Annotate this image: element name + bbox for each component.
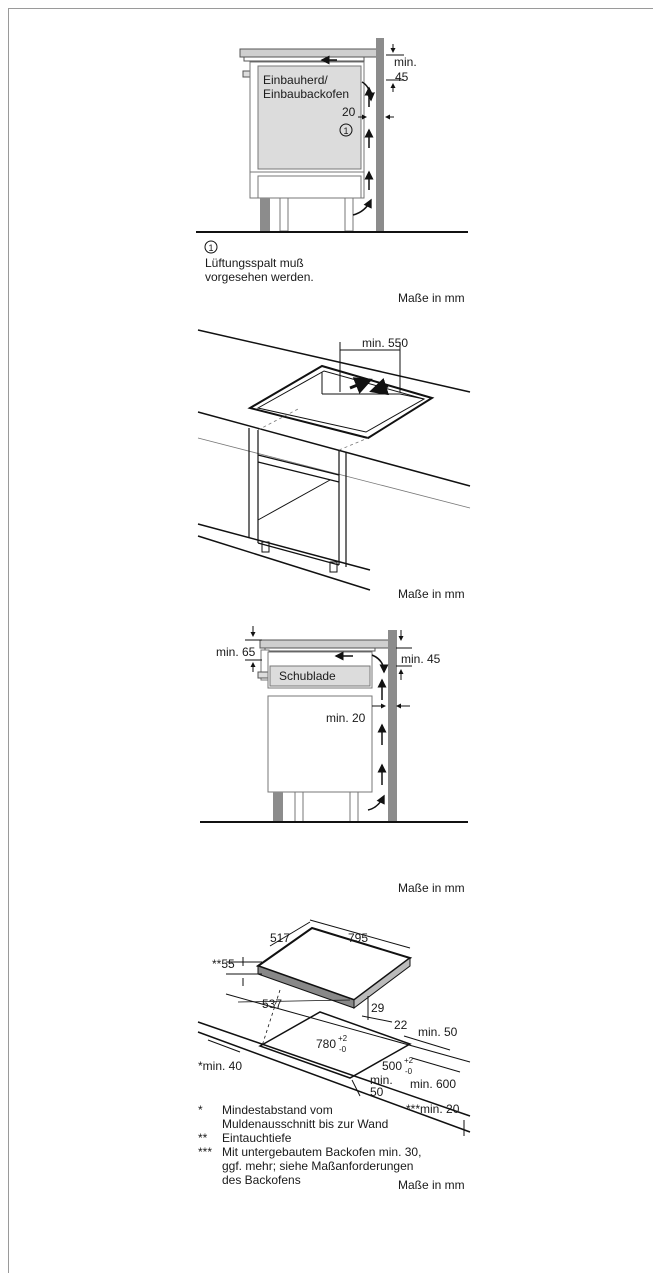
note-marker-number: 1: [208, 243, 213, 253]
units-label-2: Maße in mm: [398, 587, 465, 601]
units-label-3: Maße in mm: [398, 881, 465, 895]
footnote-text: Muldenausschnitt bis zur Wand: [222, 1117, 389, 1131]
dim-517-label: 517: [270, 931, 290, 945]
page-frame-top: [8, 8, 653, 9]
footnote-text: Eintauchtiefe: [222, 1131, 292, 1145]
footnotes: * Mindestabstand vom Muldenausschnitt bis…: [198, 1103, 468, 1187]
countertop: [239, 48, 379, 58]
countertop: [259, 639, 391, 649]
footnote-mark: [198, 1117, 222, 1131]
dim-29-label: 29: [371, 1001, 385, 1015]
dim-45-label: 45: [395, 70, 409, 84]
dim-780-label: 780: [316, 1037, 336, 1051]
footnote-mark: **: [198, 1131, 208, 1145]
figure-cutout-dimensions: [197, 919, 471, 1136]
oven-drawer: [257, 175, 362, 199]
dim-22-label: 22: [394, 1018, 408, 1032]
footnote-text: ggf. mehr; siehe Maßanforderungen: [222, 1159, 414, 1173]
dim-55-label: **55: [212, 957, 235, 971]
footnote-mark: [198, 1159, 222, 1173]
ventilation-note-line1: Lüftungsspalt muß: [205, 256, 304, 270]
drawer-label: Schublade: [279, 669, 336, 683]
oven-label-line1: Einbauherd/: [263, 73, 328, 87]
dim-min550-label: min. 550: [362, 336, 408, 350]
callout-marker-number: 1: [343, 126, 348, 136]
note-marker-icon: [204, 240, 218, 254]
footnote-mark: [198, 1173, 222, 1187]
dim-min45-label: min. 45: [401, 652, 441, 666]
dim-min20-label: ***min. 20: [406, 1102, 460, 1116]
airflow-arrows: [320, 55, 375, 216]
footnote-text: Mit untergebautem Backofen min. 30,: [222, 1145, 422, 1159]
dim-795-label: 795: [348, 931, 368, 945]
footnote-mark: *: [198, 1103, 203, 1117]
footnote-text: Mindestabstand vom: [222, 1103, 333, 1117]
dim-min20-label: min. 20: [326, 711, 366, 725]
cutout-outline: [258, 1011, 412, 1079]
dim-537-label: 537: [262, 997, 282, 1011]
drawer: [269, 665, 371, 687]
callout-marker-icon: [339, 123, 353, 137]
wall: [388, 630, 397, 822]
figure-oven-ventilation: Einbauherd/ Einbaubackofen min. 45 20 1 …: [196, 38, 468, 254]
figure-drawer-ventilation: [200, 626, 468, 823]
wall: [376, 38, 384, 232]
dim-780-tolerance-up: +2: [338, 1034, 348, 1043]
units-label-1: Maße in mm: [398, 291, 465, 305]
ventilation-note: Lüftungsspalt muß vorgesehen werden.: [205, 256, 314, 284]
dim-min-label: min.: [394, 55, 417, 69]
airflow-arrows: [334, 651, 389, 811]
units-label-4: Maße in mm: [398, 1178, 465, 1192]
cabinet-body: [267, 695, 373, 793]
page-frame-left: [8, 8, 9, 1273]
dim-min50-label: min. 50: [418, 1025, 458, 1039]
cutout-dimension-labels: 517 795 **55 537 29 22 min. 50 780 +2 -0…: [198, 931, 460, 1116]
dim-500-label: 500: [382, 1059, 402, 1073]
hob-cutout-frame: [247, 364, 435, 440]
dim-500-tolerance-down: -0: [405, 1067, 413, 1076]
plinth: [260, 198, 270, 231]
ventilation-note-line2: vorgesehen werden.: [205, 270, 314, 284]
dim-20-label: 20: [342, 105, 356, 119]
figure-cabinet-perspective: [197, 329, 471, 591]
footnote-mark: ***: [198, 1145, 213, 1159]
dim-min50b-line1: min.: [370, 1073, 393, 1087]
dim-min65-label: min. 65: [216, 645, 256, 659]
oven-label-line2: Einbaubackofen: [263, 87, 349, 101]
dim-min50b-line2: 50: [370, 1085, 384, 1099]
dim-500-tolerance-up: +2: [404, 1056, 414, 1065]
footnote-text: des Backofens: [222, 1173, 301, 1187]
dim-min40-label: *min. 40: [198, 1059, 242, 1073]
dim-min600-label: min. 600: [410, 1077, 456, 1091]
dim-780-tolerance-down: -0: [339, 1045, 347, 1054]
